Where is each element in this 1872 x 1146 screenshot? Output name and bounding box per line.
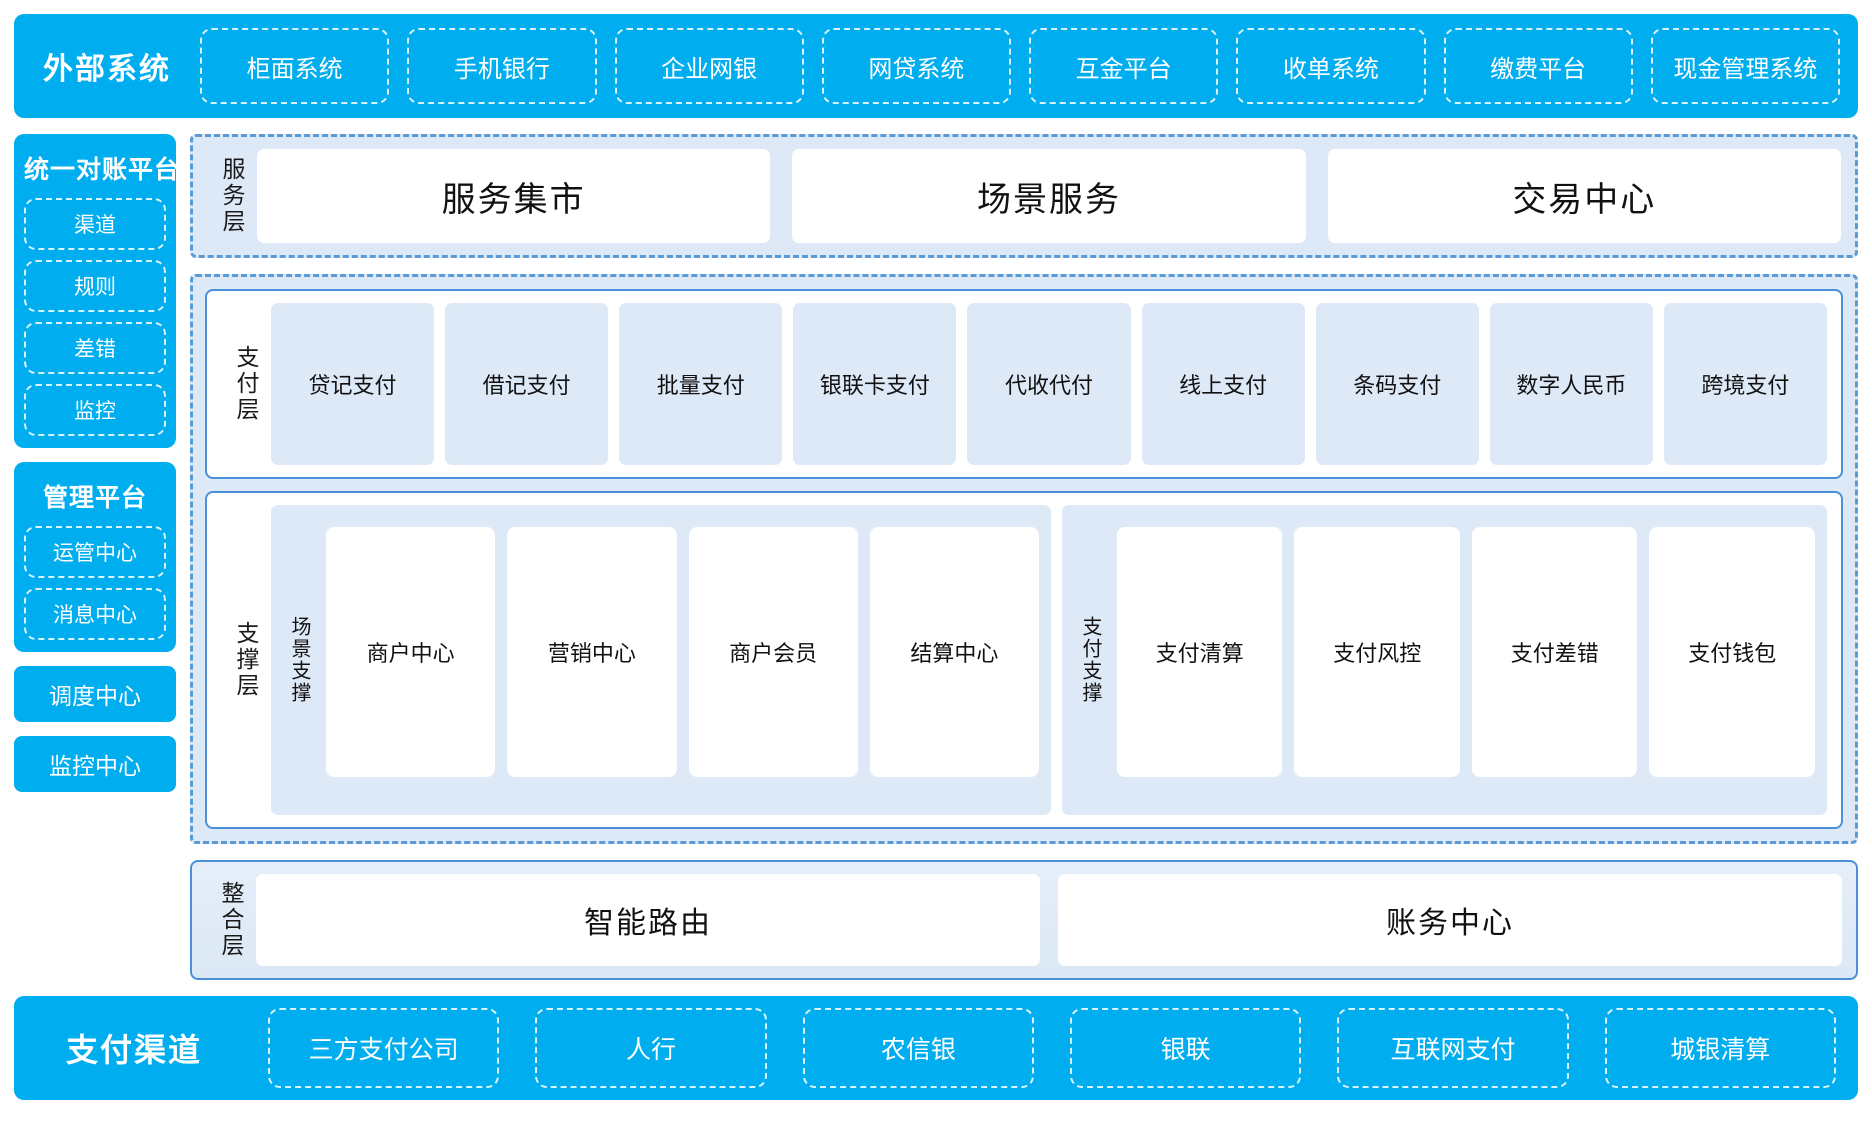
external-system-item[interactable]: 企业网银 <box>614 28 804 104</box>
support-card-payment-error[interactable]: 支付差错 <box>1471 527 1638 777</box>
external-systems-title: 外部系统 <box>43 53 171 86</box>
external-system-item[interactable]: 收单系统 <box>1236 28 1426 104</box>
integration-layer-box: 整合层 智能路由 账务中心 <box>190 860 1858 980</box>
middle-area: 统一对账平台 渠道 规则 差错 监控 管理平台 运管中心 消息中心 调度中心 监… <box>14 134 1858 980</box>
payment-card-online[interactable]: 线上支付 <box>1141 303 1305 465</box>
sidebar-item-error[interactable]: 差错 <box>24 322 166 374</box>
support-card-settlement-center[interactable]: 结算中心 <box>869 527 1039 777</box>
payment-card-batch[interactable]: 批量支付 <box>619 303 783 465</box>
reconciliation-platform-panel: 统一对账平台 渠道 规则 差错 监控 <box>14 134 181 448</box>
management-platform-title: 管理平台 <box>42 484 147 512</box>
sidebar-item-scheduling-center[interactable]: 调度中心 <box>14 666 176 722</box>
sidebar-item-operations-center[interactable]: 运管中心 <box>24 526 166 578</box>
support-card-marketing-center[interactable]: 营销中心 <box>507 527 677 777</box>
support-group-payment: 支付支撑 支付清算 支付风控 支付差错 支付钱包 <box>1061 505 1827 815</box>
payment-card-barcode[interactable]: 条码支付 <box>1315 303 1479 465</box>
service-card-scene[interactable]: 场景服务 <box>792 149 1306 243</box>
payment-support-label: 支付支撑 <box>1078 616 1101 704</box>
payment-card-digital-rmb[interactable]: 数字人民币 <box>1489 303 1653 465</box>
scene-support-label: 场景支撑 <box>288 616 310 704</box>
management-platform-panel: 管理平台 运管中心 消息中心 <box>14 462 176 652</box>
channel-item-pboc[interactable]: 人行 <box>535 1008 767 1088</box>
support-card-payment-wallet[interactable]: 支付钱包 <box>1649 527 1815 777</box>
service-layer-label: 服务层 <box>219 157 245 235</box>
sidebar-item-message-center[interactable]: 消息中心 <box>24 588 166 640</box>
external-system-item[interactable]: 现金管理系统 <box>1650 28 1840 104</box>
sidebar-item-monitor[interactable]: 监控 <box>24 384 166 436</box>
payment-card-unionpay[interactable]: 银联卡支付 <box>793 303 957 465</box>
external-system-item[interactable]: 手机银行 <box>407 28 597 104</box>
payment-layer-box: 支付层 贷记支付 借记支付 批量支付 银联卡支付 代收代付 线上支付 条码支付 … <box>205 289 1843 479</box>
support-card-payment-clearing[interactable]: 支付清算 <box>1116 527 1283 777</box>
integration-card-smart-routing[interactable]: 智能路由 <box>256 874 1040 966</box>
support-layer-groups: 场景支撑 商户中心 营销中心 商户会员 结算中心 支付支撑 支付清算 <box>271 505 1827 815</box>
payment-layer-cards: 贷记支付 借记支付 批量支付 银联卡支付 代收代付 线上支付 条码支付 数字人民… <box>271 303 1827 465</box>
service-card-transaction[interactable]: 交易中心 <box>1327 149 1841 243</box>
channel-item-internet-payment[interactable]: 互联网支付 <box>1337 1008 1569 1088</box>
support-card-merchant-center[interactable]: 商户中心 <box>326 527 496 777</box>
payment-channels-title: 支付渠道 <box>65 1032 202 1068</box>
sidebar-item-channel[interactable]: 渠道 <box>24 198 166 250</box>
reconciliation-platform-title: 统一对账平台 <box>24 156 181 184</box>
payment-support-cards: 支付清算 支付风控 支付差错 支付钱包 <box>1111 513 1819 807</box>
integration-layer-cards: 智能路由 账务中心 <box>256 874 1842 966</box>
sidebar-item-monitoring-center[interactable]: 监控中心 <box>14 736 176 792</box>
layers-column: 服务层 服务集市 场景服务 交易中心 支付层 贷记支付 借记支付 批量支付 银联… <box>190 134 1858 980</box>
channel-item-citybank-clearing[interactable]: 城银清算 <box>1604 1008 1836 1088</box>
service-layer-section: 服务层 服务集市 场景服务 交易中心 <box>190 134 1858 258</box>
channel-item-rcbank[interactable]: 农信银 <box>802 1008 1034 1088</box>
support-layer-box: 支撑层 场景支撑 商户中心 营销中心 商户会员 结算中心 <box>205 491 1843 829</box>
external-system-item[interactable]: 互金平台 <box>1029 28 1219 104</box>
payment-card-collection[interactable]: 代收代付 <box>967 303 1131 465</box>
support-layer-label: 支撑层 <box>233 621 259 699</box>
core-layers-section: 支付层 贷记支付 借记支付 批量支付 银联卡支付 代收代付 线上支付 条码支付 … <box>190 274 1858 844</box>
support-group-scene: 场景支撑 商户中心 营销中心 商户会员 结算中心 <box>271 505 1051 815</box>
sidebar-item-rule[interactable]: 规则 <box>24 260 166 312</box>
integration-card-accounting-center[interactable]: 账务中心 <box>1058 874 1842 966</box>
payment-card-credit[interactable]: 贷记支付 <box>271 303 435 465</box>
support-card-merchant-member[interactable]: 商户会员 <box>688 527 858 777</box>
payment-card-debit[interactable]: 借记支付 <box>445 303 609 465</box>
payment-card-crossborder[interactable]: 跨境支付 <box>1663 303 1827 465</box>
service-layer-cards: 服务集市 场景服务 交易中心 <box>257 149 1841 243</box>
payment-channels-bar: 支付渠道 三方支付公司 人行 农信银 银联 互联网支付 城银清算 <box>14 996 1858 1100</box>
payment-layer-label: 支付层 <box>233 345 259 423</box>
channel-item-thirdparty[interactable]: 三方支付公司 <box>268 1008 500 1088</box>
service-card-market[interactable]: 服务集市 <box>257 149 771 243</box>
external-system-item[interactable]: 网贷系统 <box>821 28 1011 104</box>
external-system-item[interactable]: 柜面系统 <box>200 28 390 104</box>
external-systems-bar: 外部系统 柜面系统 手机银行 企业网银 网贷系统 互金平台 收单系统 缴费平台 … <box>14 14 1858 118</box>
external-system-item[interactable]: 缴费平台 <box>1443 28 1633 104</box>
support-card-payment-riskcontrol[interactable]: 支付风控 <box>1294 527 1460 777</box>
left-sidebar: 统一对账平台 渠道 规则 差错 监控 管理平台 运管中心 消息中心 调度中心 监… <box>14 134 181 980</box>
scene-support-cards: 商户中心 营销中心 商户会员 结算中心 <box>320 513 1043 807</box>
integration-layer-label: 整合层 <box>218 881 244 959</box>
channel-item-unionpay[interactable]: 银联 <box>1069 1008 1302 1088</box>
